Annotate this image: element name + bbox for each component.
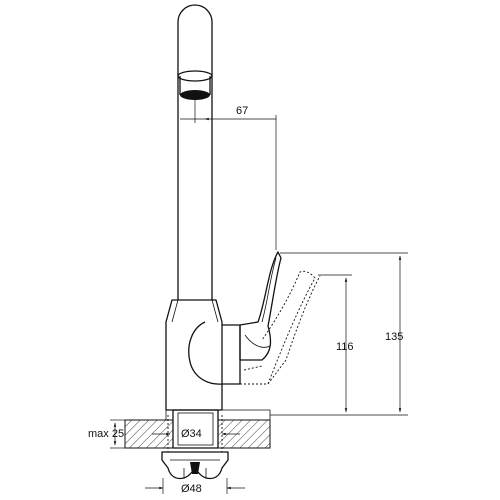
lever-open-outline	[239, 270, 316, 385]
cartridge-housing	[188, 321, 223, 385]
dim-116-label: 116	[336, 341, 354, 353]
lever-handle	[239, 251, 282, 361]
lever-open-outline-3	[243, 365, 263, 371]
dim-34-label: Ø34	[181, 428, 202, 440]
cartridge-cap	[222, 324, 241, 385]
nut-detail	[170, 459, 220, 478]
aerator-ellipse	[177, 70, 213, 82]
nut-center	[190, 462, 200, 474]
aerator-sides	[179, 76, 211, 95]
spout-tube	[177, 4, 213, 300]
lever-open-outline-2	[267, 275, 321, 385]
faucet-body	[165, 299, 223, 411]
dim-25-label: max 25	[88, 428, 124, 440]
lever-inner	[261, 257, 277, 323]
deck-top-line	[222, 409, 271, 420]
lever-curve	[244, 334, 271, 348]
dim-48-label: Ø48	[181, 483, 202, 495]
dim-67-label: 67	[236, 105, 248, 117]
body-inner-line	[171, 299, 219, 323]
deck-top-left	[125, 410, 167, 421]
mounting-shank	[172, 409, 219, 449]
shank-inner	[177, 412, 214, 446]
dim-135-label: 135	[385, 331, 403, 343]
aerator-inner	[180, 90, 210, 100]
